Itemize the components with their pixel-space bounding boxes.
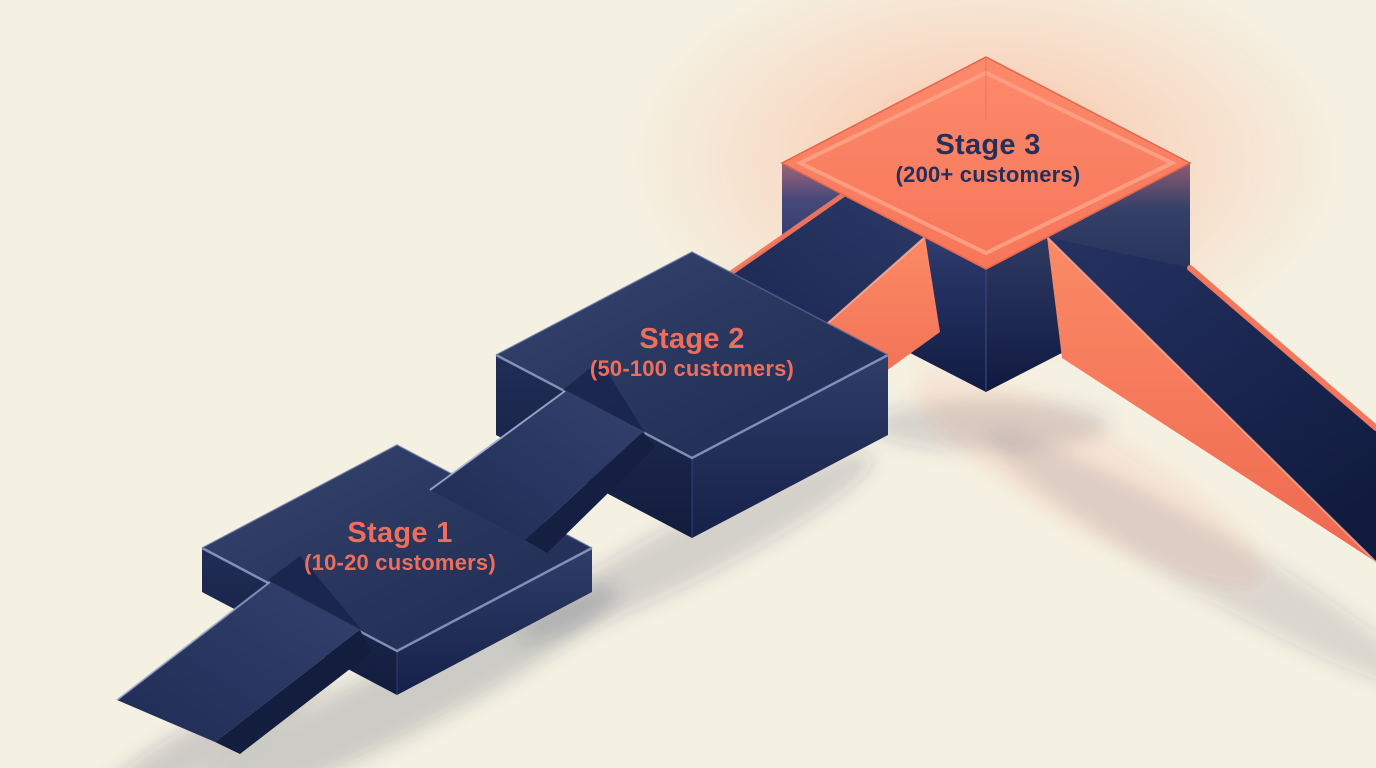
ramp-side-face bbox=[525, 432, 655, 553]
ramp-light-rim bbox=[116, 581, 271, 701]
stage1-front-bevel bbox=[201, 546, 593, 653]
stage2-right-face bbox=[692, 355, 888, 538]
ramp-coral-rim bbox=[1187, 265, 1376, 431]
stage3-bevel-ring bbox=[795, 70, 1177, 256]
ramp-light-rim bbox=[429, 390, 566, 491]
stage2-back-bevel bbox=[495, 251, 889, 356]
ramp-stage3-exit bbox=[1046, 236, 1376, 563]
stage2-front-bevel bbox=[495, 353, 889, 460]
shadow-stage2 bbox=[516, 453, 874, 643]
ramp-stage1-to-stage2 bbox=[429, 360, 655, 553]
ramp-cut-shadow bbox=[268, 556, 362, 630]
ramp-top-surface bbox=[430, 391, 643, 540]
shadow-stage1 bbox=[171, 584, 619, 768]
stage-3-top bbox=[780, 56, 1192, 270]
ramp-side-face bbox=[215, 630, 372, 754]
shadow-warm-tint bbox=[915, 371, 1265, 589]
stage1-right-face bbox=[397, 548, 592, 695]
ramp-cut-shadow bbox=[563, 360, 645, 433]
entry-ramp bbox=[116, 556, 372, 754]
stage3-top-face bbox=[780, 56, 1192, 270]
ramp-light-rim bbox=[1046, 236, 1376, 563]
ramp-top-surface bbox=[117, 582, 360, 742]
